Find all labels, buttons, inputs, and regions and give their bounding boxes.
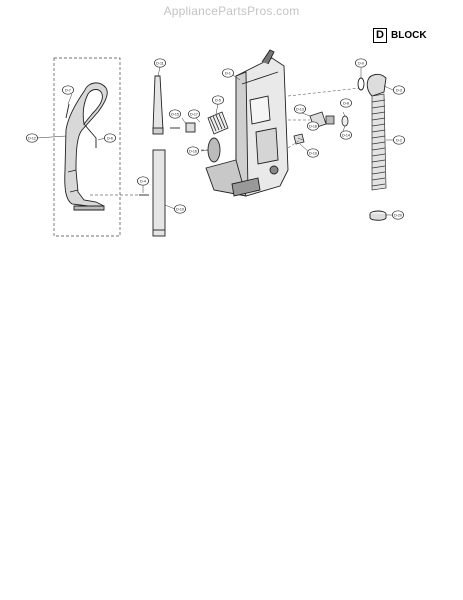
handle-part <box>64 82 108 211</box>
callout-bubble <box>26 133 38 143</box>
callout-bubble <box>169 109 181 119</box>
callout-label: D-10 <box>176 207 184 211</box>
main-body-part <box>205 49 289 197</box>
callout-label: D-1 <box>225 71 231 75</box>
callout-d18: D-18 <box>307 121 319 131</box>
callout-label: D-17 <box>190 112 198 116</box>
block-word: BLOCK <box>391 29 427 41</box>
callout-bubble <box>154 58 166 68</box>
callout-d6: D-6 <box>104 133 116 143</box>
callout-bubble <box>393 135 405 145</box>
upper-tube-part <box>152 75 164 135</box>
callout-label: D-19 <box>309 151 317 155</box>
callout-d2: D-2 <box>393 135 405 145</box>
callout-bubble <box>355 58 367 68</box>
callout-label: D-13 <box>296 107 304 111</box>
callout-d9: D-9 <box>355 58 367 68</box>
callout-label: D-14 <box>342 133 350 137</box>
callout-bubble <box>393 85 405 95</box>
callout-bubble <box>174 204 186 214</box>
callout-bubble <box>187 146 199 156</box>
callout-d8: D-8 <box>340 98 352 108</box>
callout-d19: D-19 <box>307 148 319 158</box>
callout-d16: D-16 <box>187 146 199 156</box>
callout-d10: D-10 <box>174 204 186 214</box>
callout-label: D-16 <box>189 149 197 153</box>
watermark-text: AppliancePartsPros.com <box>163 4 300 18</box>
callout-d17: D-17 <box>188 109 200 119</box>
callout-d11: D-11 <box>154 58 166 68</box>
callout-d4: D-4 <box>137 176 149 186</box>
callout-bubble <box>212 95 224 105</box>
callout-d1: D-1 <box>222 68 234 78</box>
callout-d12: D-12 <box>26 133 38 143</box>
hose-part <box>371 93 387 191</box>
callout-bubble <box>62 85 74 95</box>
spring-part-d18 <box>325 115 335 125</box>
cap-part-d20 <box>369 210 387 221</box>
cap-part-d14 <box>341 115 349 127</box>
callout-label: D-8 <box>343 101 349 105</box>
brush-part-d6 <box>207 111 229 135</box>
callout-d7: D-7 <box>62 85 74 95</box>
bracket-part-d17 <box>185 122 196 133</box>
hose-elbow-part <box>366 73 387 97</box>
callout-bubble <box>340 130 352 140</box>
callout-bubble <box>307 121 319 131</box>
callout-label: D-5 <box>215 98 221 102</box>
callout-label: D-6 <box>107 136 113 140</box>
callout-label: D-4 <box>140 179 146 183</box>
callout-d14: D-14 <box>340 130 352 140</box>
oring-part-d9 <box>357 77 365 91</box>
callout-label: D-20 <box>394 213 402 217</box>
callout-label: D-7 <box>65 88 71 92</box>
callout-bubble <box>137 176 149 186</box>
screw-part-d7 <box>65 103 70 119</box>
leader-lines <box>36 66 394 216</box>
callout-d15: D-15 <box>169 109 181 119</box>
block-label: D BLOCK <box>373 27 427 43</box>
connector-lines <box>287 87 361 149</box>
callout-label: D-9 <box>358 61 364 65</box>
handle-group-frame <box>53 57 121 237</box>
callout-bubble <box>222 68 234 78</box>
lower-tube-part <box>152 149 166 237</box>
callout-label: D-2 <box>396 138 402 142</box>
callout-label: D-12 <box>28 136 36 140</box>
callout-d5: D-5 <box>212 95 224 105</box>
callout-label: D-15 <box>171 112 179 116</box>
callout-bubble <box>294 104 306 114</box>
callout-d13: D-13 <box>294 104 306 114</box>
callout-bubble <box>340 98 352 108</box>
latch-part-d19 <box>293 133 305 145</box>
callout-label: D-3 <box>396 88 402 92</box>
callout-d20: D-20 <box>392 210 404 220</box>
callout-label: D-18 <box>309 124 317 128</box>
callout-bubble <box>104 133 116 143</box>
callout-bubble <box>188 109 200 119</box>
callout-bubble <box>392 210 404 220</box>
callout-bubble <box>307 148 319 158</box>
callout-d3: D-3 <box>393 85 405 95</box>
callout-label: D-11 <box>156 61 164 65</box>
block-letter-box: D <box>373 27 387 43</box>
